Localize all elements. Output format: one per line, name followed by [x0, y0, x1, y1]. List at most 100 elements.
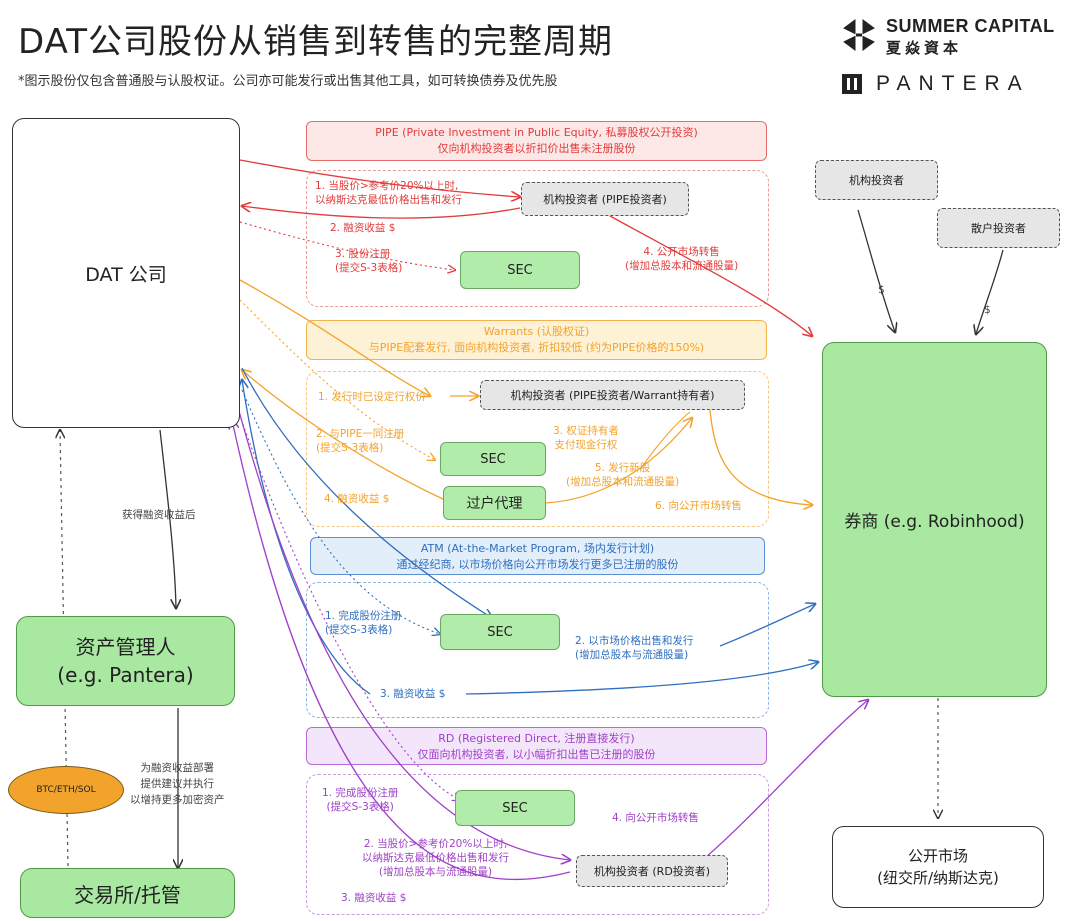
- rd-band-title: RD (Registered Direct, 注册直接发行): [438, 732, 635, 745]
- retail-investor-box: 散户投资者: [937, 208, 1060, 248]
- pantera-name: PANTERA: [876, 72, 1030, 95]
- warrant-step-2-line-1: 2. 与PIPE一同注册: [316, 428, 405, 440]
- warrants-band-title: Warrants (认股权证): [483, 325, 590, 338]
- rd-step-1: 1. 完成股份注册 (提交S-3表格): [322, 786, 398, 814]
- pipe-step-1-line-1: 1. 当股价>参考价20%以上时,: [315, 180, 459, 192]
- rd-step-3: 3. 融资收益 $: [341, 892, 407, 904]
- warrant-step-3: 3. 权证持有者 支付现金行权: [553, 424, 619, 452]
- rd-step-2: 2. 当股价>参考价20%以上时, 以纳斯达克最低价格出售和发行 (增加总股本与…: [362, 837, 509, 879]
- warrant-investor-label: 机构投资者 (PIPE投资者/Warrant持有者): [510, 389, 715, 402]
- retail-investor-label: 散户投资者: [971, 222, 1026, 235]
- rd-step-2-line-1: 2. 当股价>参考价20%以上时,: [363, 838, 508, 850]
- warrant-step-5-line-2: (增加总股本和流通股量): [566, 476, 680, 488]
- deploy-proceeds-label: 为融资收益部署 提供建议并执行 以增持更多加密资产: [130, 760, 225, 808]
- transfer-agent-label: 过户代理: [466, 496, 523, 512]
- pantera-mark-icon: [842, 74, 862, 94]
- public-market-label: 公开市场: [907, 847, 968, 865]
- asset-manager-box: 资产管理人 (e.g. Pantera): [16, 616, 235, 706]
- rd-region: [306, 774, 769, 915]
- atm-step-2-line-1: 2. 以市场价格出售和发行: [575, 635, 694, 647]
- crypto-assets-oval: BTC/ETH/SOL: [8, 766, 124, 814]
- dollar-label-institutional: $: [878, 284, 885, 296]
- warrant-sec-box: SEC: [440, 442, 546, 476]
- rd-sec-label: SEC: [502, 800, 528, 816]
- asset-manager-example: (e.g. Pantera): [57, 663, 194, 687]
- rd-band-desc: 仅面向机构投资者, 以小幅折扣出售已注册的股份: [417, 748, 656, 761]
- atm-step-3: 3. 融资收益 $: [380, 688, 446, 700]
- pipe-band: PIPE (Private Investment in Public Equit…: [306, 121, 767, 161]
- pipe-sec-label: SEC: [507, 262, 533, 278]
- dat-company-box: DAT 公司: [12, 118, 240, 428]
- pipe-step-1-line-2: 以纳斯达克最低价格出售和发行: [315, 194, 462, 206]
- warrant-step-4: 4. 融资收益 $: [324, 493, 390, 505]
- summer-capital-name: SUMMER CAPITAL: [886, 16, 1055, 36]
- rd-step-1-line-1: 1. 完成股份注册: [322, 787, 399, 799]
- warrant-step-3-line-2: 支付现金行权: [554, 439, 618, 451]
- after-proceeds-label: 获得融资收益后: [122, 509, 196, 521]
- pipe-band-desc: 仅向机构投资者以折扣价出售未注册股份: [437, 142, 636, 155]
- warrants-band: Warrants (认股权证) 与PIPE配套发行, 面向机构投资者, 折扣较低…: [306, 320, 767, 360]
- public-market-exchanges: (纽交所/纳斯达克): [877, 869, 999, 887]
- atm-band-title: ATM (At-the-Market Program, 场内发行计划): [420, 542, 655, 555]
- pipe-step-1: 1. 当股价>参考价20%以上时, 以纳斯达克最低价格出售和发行: [315, 179, 462, 207]
- atm-step-1-line-1: 1. 完成股份注册: [325, 610, 402, 622]
- atm-band: ATM (At-the-Market Program, 场内发行计划) 通过经纪…: [310, 537, 765, 575]
- atm-region: [306, 582, 769, 718]
- pipe-band-title: PIPE (Private Investment in Public Equit…: [375, 126, 698, 139]
- rd-investor-label: 机构投资者 (RD投资者): [593, 865, 711, 878]
- institutional-investor-box: 机构投资者: [815, 160, 938, 200]
- deploy-line-3: 以增持更多加密资产: [130, 794, 225, 806]
- summer-capital-logo: SUMMER CAPITAL 夏焱資本: [842, 16, 1055, 57]
- pipe-step-2: 2. 融资收益 $: [330, 222, 396, 234]
- summer-capital-mark-icon: [843, 19, 875, 51]
- transfer-agent-box: 过户代理: [443, 486, 546, 520]
- pipe-step-3: 3. 股份注册 (提交S-3表格): [335, 247, 402, 275]
- pipe-investor-label: 机构投资者 (PIPE投资者): [543, 193, 667, 206]
- warrant-step-2: 2. 与PIPE一同注册 (提交S-3表格): [316, 427, 404, 455]
- warrant-step-6: 6. 向公开市场转售: [655, 500, 742, 512]
- atm-band-desc: 通过经纪商, 以市场价格向公开市场发行更多已注册的股份: [396, 558, 679, 571]
- dat-company-label: DAT 公司: [85, 263, 167, 286]
- broker-box: 券商 (e.g. Robinhood): [822, 342, 1047, 697]
- crypto-assets-label: BTC/ETH/SOL: [36, 785, 96, 795]
- warrant-investor-box: 机构投资者 (PIPE投资者/Warrant持有者): [480, 380, 745, 410]
- pipe-step-3-line-1: 3. 股份注册: [335, 248, 391, 260]
- rd-step-4: 4. 向公开市场转售: [612, 812, 699, 824]
- exchange-custody-label: 交易所/托管: [74, 882, 181, 907]
- asset-manager-label: 资产管理人: [75, 635, 176, 659]
- rd-sec-box: SEC: [455, 790, 575, 826]
- warrant-step-3-line-1: 3. 权证持有者: [553, 425, 619, 437]
- pipe-step-4-line-2: (增加总股本和流通股量): [625, 260, 739, 272]
- atm-sec-box: SEC: [440, 614, 560, 650]
- pipe-step-4-line-1: 4. 公开市场转售: [643, 246, 720, 258]
- exchange-custody-box: 交易所/托管: [20, 868, 235, 918]
- deploy-line-1: 为融资收益部署: [140, 762, 215, 774]
- warrant-step-1: 1. 发行时已设定行权价: [318, 391, 426, 403]
- summer-capital-name-zh: 夏焱資本: [886, 39, 963, 57]
- institutional-investor-label: 机构投资者: [849, 174, 904, 187]
- dollar-label-retail: $: [984, 304, 991, 316]
- atm-step-2: 2. 以市场价格出售和发行 (增加总股本与流通股量): [575, 634, 693, 662]
- atm-step-1: 1. 完成股份注册 (提交S-3表格): [325, 609, 401, 637]
- atm-step-2-line-2: (增加总股本与流通股量): [575, 649, 689, 661]
- rd-step-2-line-2: 以纳斯达克最低价格出售和发行: [362, 852, 509, 864]
- public-market-box: 公开市场 (纽交所/纳斯达克): [832, 826, 1044, 908]
- warrants-band-desc: 与PIPE配套发行, 面向机构投资者, 折扣较低 (约为PIPE价格的150%): [368, 341, 705, 354]
- page-subtitle: *图示股份仅包含普通股与认股权证。公司亦可能发行或出售其他工具，如可转换债券及优…: [18, 74, 558, 89]
- pipe-step-3-line-2: (提交S-3表格): [335, 262, 403, 274]
- pantera-logo: PANTERA: [842, 72, 1052, 96]
- pipe-step-4: 4. 公开市场转售 (增加总股本和流通股量): [625, 245, 738, 273]
- rd-investor-box: 机构投资者 (RD投资者): [576, 855, 728, 887]
- deploy-line-2: 提供建议并执行: [140, 778, 215, 790]
- warrant-step-5: 5. 发行新股 (增加总股本和流通股量): [566, 461, 679, 489]
- warrant-step-2-line-2: (提交S-3表格): [316, 442, 384, 454]
- warrant-step-5-line-1: 5. 发行新股: [594, 462, 651, 474]
- atm-sec-label: SEC: [487, 624, 513, 640]
- broker-label: 券商 (e.g. Robinhood): [844, 512, 1025, 532]
- pipe-region: [306, 170, 769, 307]
- rd-step-2-line-3: (增加总股本与流通股量): [378, 866, 493, 878]
- rd-step-1-line-2: (提交S-3表格): [326, 801, 394, 813]
- pipe-investor-box: 机构投资者 (PIPE投资者): [521, 182, 689, 216]
- warrants-region: [306, 371, 769, 527]
